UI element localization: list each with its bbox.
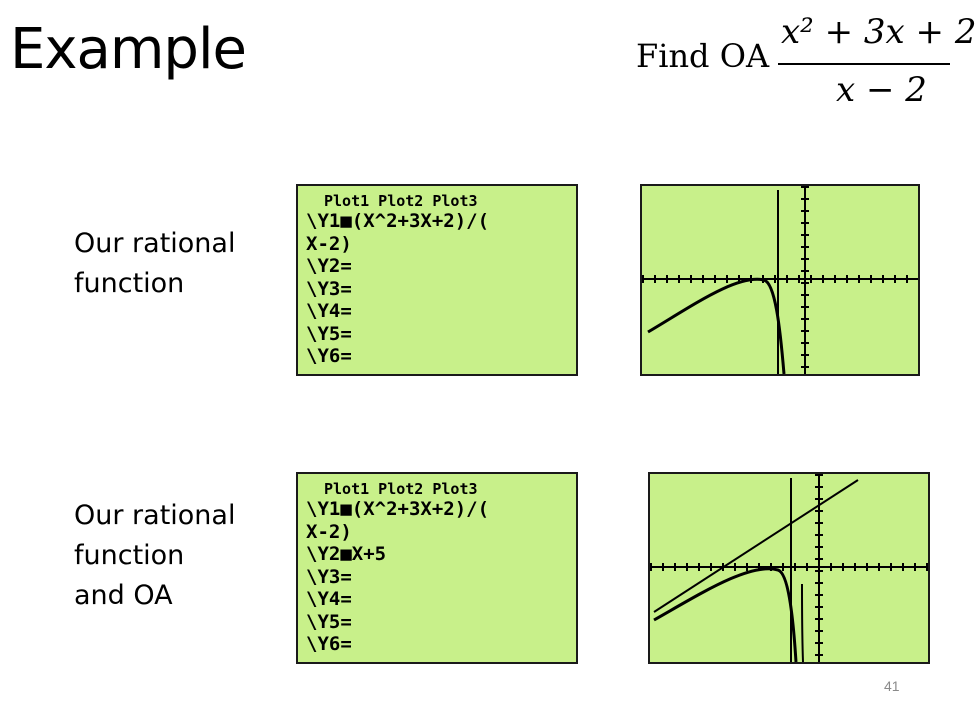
calculator-graph-top [640,184,920,376]
rational-curve-left [647,277,786,375]
rational-curve-left [653,567,798,663]
y-line-5: \Y4= [306,588,352,610]
y-line-5: \Y4= [306,300,352,322]
caption-bottom-line-3: and OA [74,580,173,611]
caption-top-line-1: Our rational [74,228,236,259]
caption-bottom: Our rational function and OA [74,496,235,616]
caption-top: Our rational function [74,224,235,304]
y-line-3: \Y2= [306,255,352,277]
caption-bottom-line-1: Our rational [74,500,236,531]
formula-denominator: x − 2 [836,70,927,110]
y-line-2: X-2) [306,232,352,255]
y-line-4: \Y3= [306,277,352,300]
y-line-1: \Y1■(X^2+3X+2)/( [306,210,490,232]
slide-title: Example [10,17,247,82]
y-line-2: X-2) [306,520,352,543]
oblique-asymptote-line [653,479,859,613]
calculator-y-editor-top: Plot1 Plot2 Plot3 \Y1■(X^2+3X+2)/( X-2) … [296,184,578,376]
y-line-3: \Y2■X+5 [306,543,387,565]
y-line-6: \Y5= [306,322,352,345]
plots-header: Plot1 Plot2 Plot3 [324,192,478,210]
calculator-y-editor-bottom: Plot1 Plot2 Plot3 \Y1■(X^2+3X+2)/( X-2) … [296,472,578,664]
graph-bottom-svg [650,474,928,663]
y-line-7: \Y6= [306,345,352,367]
rational-curve-right [801,583,804,663]
calculator-graph-bottom [648,472,930,664]
graph-top-svg [642,186,918,375]
y-line-6: \Y5= [306,610,352,633]
caption-top-line-2: function [74,268,185,299]
y-line-4: \Y3= [306,565,352,588]
caption-bottom-line-2: function [74,540,185,571]
plots-header: Plot1 Plot2 Plot3 [324,480,478,498]
formula: Find OA x² + 3x + 2 x − 2 [636,8,976,118]
formula-label: Find OA [636,37,770,75]
page-number: 41 [884,678,900,694]
y-line-1: \Y1■(X^2+3X+2)/( [306,498,490,520]
y-line-7: \Y6= [306,633,352,655]
fraction-bar [778,63,950,65]
formula-numerator: x² + 3x + 2 [781,12,976,52]
